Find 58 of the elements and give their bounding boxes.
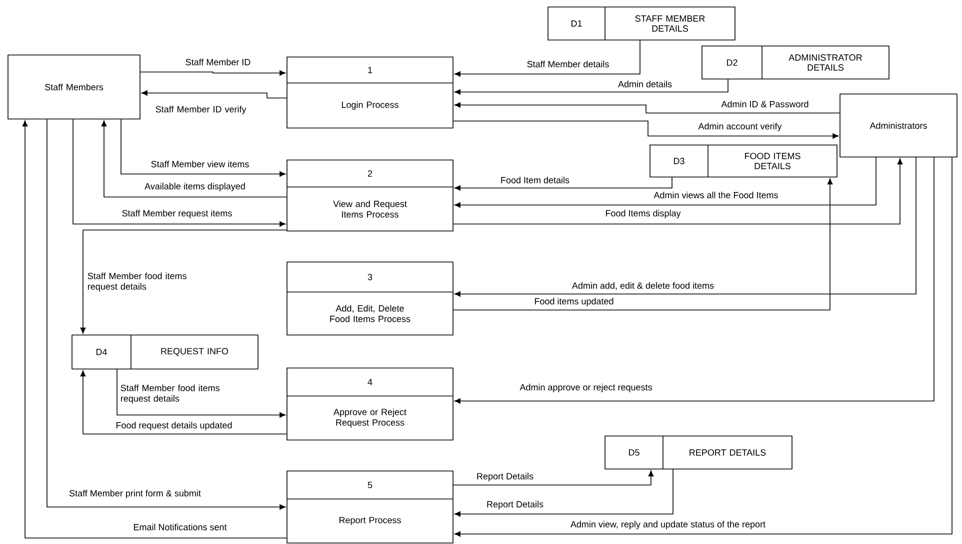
process-box: 3 Add, Edit, Delete Food Items Process	[286, 262, 454, 336]
edge-label: Available items displayed	[144, 182, 245, 192]
arrow	[453, 158, 903, 224]
arrow	[453, 470, 654, 486]
edge-label: Staff Member food items request details	[88, 272, 186, 292]
arrow	[454, 469, 674, 517]
arrow	[101, 120, 287, 198]
edge-label: Staff Member details	[527, 60, 609, 68]
edge-label: Staff Member food items request details	[120, 384, 220, 404]
edge-label: Admin ID & Password	[721, 100, 808, 108]
arrow	[454, 40, 640, 77]
process-box: 2 View and Request Items Process	[286, 160, 454, 232]
arrow	[46, 119, 286, 510]
arrow	[22, 120, 287, 538]
process-box: 4 Approve or Reject Request Process	[286, 368, 454, 440]
arrow	[454, 157, 952, 537]
edge-label: Staff Member view items	[151, 160, 249, 168]
arrow	[120, 119, 286, 177]
data-store-box: D4 REQUEST INFO	[72, 334, 258, 370]
edge-label: Food Items display	[606, 210, 681, 218]
process-box: 1 Login Process	[286, 56, 454, 128]
edge-label: Email Notifications sent	[134, 524, 227, 530]
arrow	[454, 102, 840, 114]
edge-label: Admin details	[618, 80, 672, 88]
arrow	[80, 230, 287, 334]
arrow	[453, 178, 833, 310]
data-store-box: D1 STAFF MEMBER DETAILS	[548, 6, 736, 40]
arrow	[454, 157, 876, 208]
edge-label: Food items updated	[534, 298, 614, 306]
arrow	[141, 90, 287, 98]
data-store-box: D3 FOOD ITEMS DETAILS	[650, 144, 838, 178]
arrow	[80, 370, 287, 434]
arrow	[454, 157, 916, 297]
edge-label: Staff Member ID verify	[156, 106, 246, 114]
edge-label: Staff Member request items	[122, 210, 232, 218]
arrow	[116, 369, 286, 418]
arrow	[453, 120, 839, 139]
edge-label: Admin view, reply and update status of the report	[570, 520, 766, 530]
data-store-box: D2 ADMINISTRATOR DETAILS	[702, 46, 890, 80]
edge-label: Admin account verify	[698, 122, 782, 132]
edge-label: Food request details updated	[116, 422, 232, 430]
arrow	[454, 79, 728, 95]
edge-label: Food Item details	[501, 176, 570, 184]
arrow	[72, 119, 286, 227]
edge-label: Report Details	[487, 500, 544, 510]
arrow	[140, 70, 286, 76]
process-box: 5 Report Process	[286, 470, 454, 544]
edge-label: Staff Member print form & submit	[69, 490, 201, 498]
edge-label: Staff Member ID	[186, 58, 250, 66]
edge-label: Admin approve or reject requests	[520, 384, 652, 392]
entity-box: Administrators	[840, 94, 958, 158]
entity-box: Staff Members	[8, 54, 140, 120]
edge-label: Admin views all the Food Items	[654, 192, 778, 198]
edge-label: Report Details	[477, 472, 534, 482]
data-store-box: D5 REPORT DETAILS	[604, 436, 792, 470]
arrow	[454, 157, 934, 404]
edge-label: Admin add, edit & delete food items	[572, 282, 714, 290]
arrow	[454, 177, 672, 191]
